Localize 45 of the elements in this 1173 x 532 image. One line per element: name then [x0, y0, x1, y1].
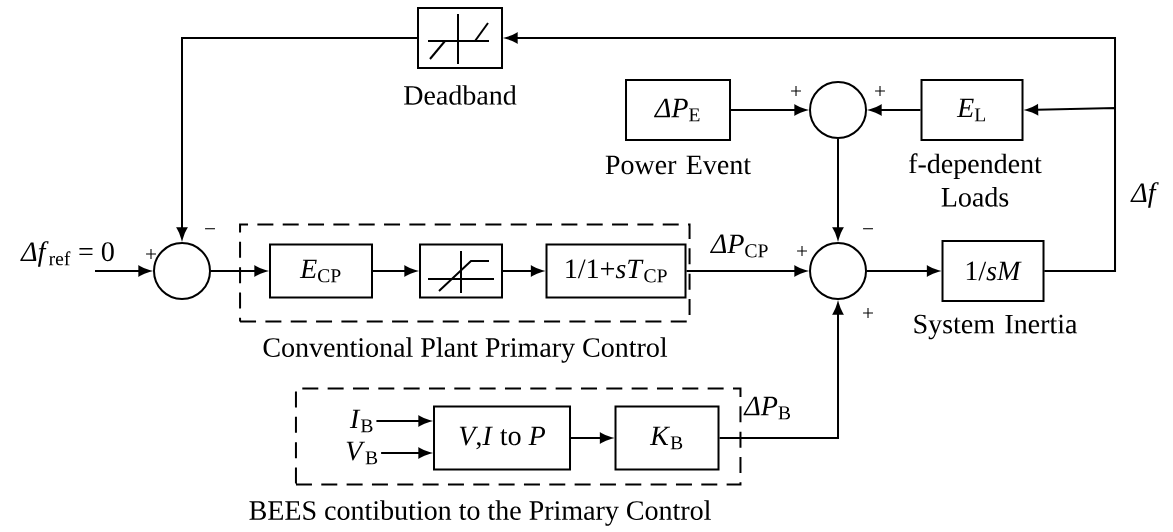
sign-label: − [205, 228, 215, 230]
arrow [505, 32, 1116, 272]
transfer-block: K$_{B}$ [614, 405, 720, 471]
arrow [380, 447, 431, 459]
arrow [866, 265, 939, 277]
arrow [570, 432, 612, 444]
signal-label: ΔP$_{B}$ [743, 396, 790, 420]
arrow [718, 302, 844, 439]
arrow [869, 104, 922, 116]
arrow [176, 37, 418, 240]
transfer-block: E$_{L}$ [920, 79, 1024, 141]
input-label: V$_{B}$ [346, 441, 378, 465]
summing-junction [809, 242, 867, 300]
arrow [502, 265, 543, 277]
signal-label: Δf [1130, 182, 1159, 208]
arrow [832, 138, 844, 240]
signal-label: ΔP$_{CP}$ [710, 234, 768, 258]
block-caption: Deadband [404, 85, 517, 105]
group-caption: Conventional Plant Primary Control [263, 337, 668, 363]
arrow [210, 265, 267, 277]
sign-label: + [875, 86, 885, 96]
block-caption: System Inertia [914, 314, 1078, 340]
input-label: I$_{B}$ [349, 409, 373, 433]
sign-label: + [791, 86, 801, 96]
group-caption: BEES contibution to the Primary Control [249, 500, 711, 526]
sign-label: + [863, 308, 873, 318]
transfer-block: 1/1+sT$_{CP}$ [545, 243, 687, 299]
deadband-block [417, 7, 503, 69]
sign-label: + [797, 246, 807, 256]
summing-junction [809, 81, 867, 139]
saturation-block [419, 243, 503, 299]
transfer-block: E$_{CP}$ [269, 243, 373, 299]
block-caption: Power Event [605, 155, 751, 175]
signal-label: Δf$_{ref}$ = 0 [20, 241, 114, 267]
arrow [730, 104, 807, 116]
arrow [685, 265, 807, 277]
arrow [375, 415, 431, 427]
arrow [372, 265, 417, 277]
sign-label: − [863, 228, 873, 230]
arrow [94, 265, 151, 277]
transfer-block: ΔP$_{E}$ [625, 79, 731, 141]
sign-label: + [146, 249, 156, 259]
transfer-block: 1/sM [941, 240, 1045, 302]
block-caption: f-dependent Loads [909, 153, 1042, 207]
transfer-block: V,I to P [433, 405, 571, 471]
